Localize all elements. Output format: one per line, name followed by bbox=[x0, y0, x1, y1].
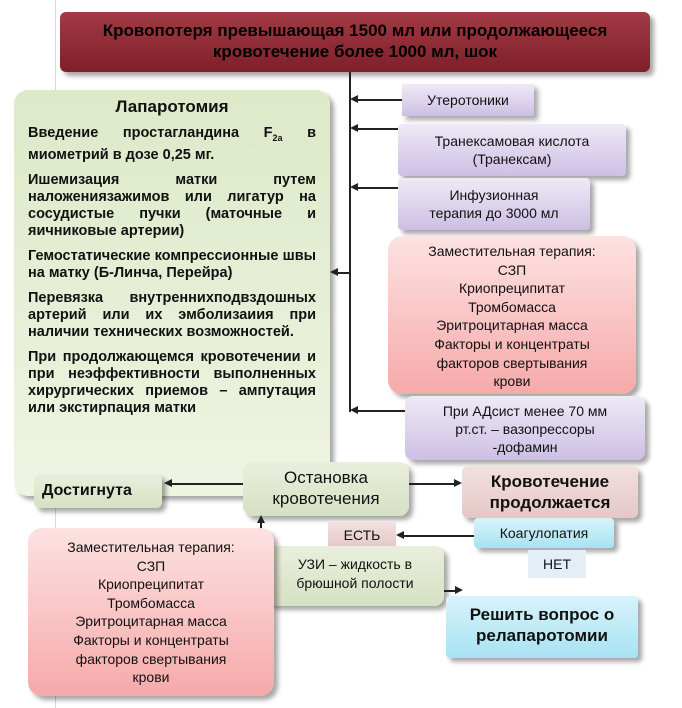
arrow-usg-to-relap-line bbox=[444, 590, 456, 592]
arrow-to-continues-line bbox=[409, 483, 454, 485]
relaparotomy-line-2: релапаротомии bbox=[476, 626, 608, 645]
replace-right-line-3: Криопреципитат bbox=[458, 280, 566, 297]
laparotomy-item-iliac-ligation: Перевязка внутреннихподвздошных артерий … bbox=[28, 289, 316, 340]
coagulopathy-box: Коагулопатия bbox=[474, 518, 614, 548]
vasopressor-line-1: При АДсист менее 70 мм bbox=[442, 403, 608, 419]
replace-right-line-8: крови bbox=[493, 373, 531, 390]
replace-left-line-1: Заместительная терапия: bbox=[67, 539, 235, 555]
arrow-to-laparotomy-head bbox=[330, 268, 338, 276]
replace-right-line-5: Эритроцитарная масса bbox=[436, 317, 588, 334]
arrow-coag-to-yes-line bbox=[404, 535, 474, 537]
stop-line-1: Остановка bbox=[284, 468, 368, 487]
arrow-coag-to-yes-head bbox=[396, 531, 404, 539]
replace-right-line-1: Заместительная терапия: bbox=[428, 243, 596, 259]
tranexamic-box: Транексамовая кислота (Транексам) bbox=[398, 124, 626, 176]
title-box: Кровопотеря превышающая 1500 мл или прод… bbox=[60, 12, 650, 72]
replace-right-line-2: СЗП bbox=[497, 261, 527, 278]
tranexamic-line-1: Транексамовая кислота bbox=[434, 133, 590, 149]
arrow-tranexamic-line bbox=[357, 128, 398, 130]
main-vertical-connector bbox=[349, 72, 351, 412]
no-label: НЕТ bbox=[528, 550, 586, 578]
arrow-tranexamic-head bbox=[350, 124, 358, 132]
arrow-to-stop-head bbox=[257, 515, 265, 523]
arrow-to-laparotomy-line bbox=[338, 272, 349, 274]
laparotomy-title: Лапаротомия bbox=[115, 97, 229, 116]
arrow-infusion-line bbox=[357, 187, 398, 189]
arrow-usg-to-relap-head bbox=[455, 586, 463, 594]
continues-line-1: Кровотечение bbox=[490, 472, 610, 491]
replace-left-line-3: Криопреципитат bbox=[97, 576, 205, 593]
replace-right-line-4: Тромбомасса bbox=[468, 298, 556, 315]
vasopressor-line-2: рт.ст. – вазопрессоры bbox=[455, 421, 595, 437]
achieved-box: Достигнута bbox=[34, 474, 162, 508]
infusion-line-1: Инфузионная bbox=[449, 187, 539, 203]
stop-bleeding-box: Остановка кровотечения bbox=[243, 462, 409, 516]
arrow-uterotonics-line bbox=[357, 99, 402, 101]
arrow-to-achieved-head bbox=[164, 479, 172, 487]
laparotomy-item-compression-sutures: Гемостатические компрессионные швы на ма… bbox=[28, 247, 316, 281]
subscript-2a: 2a bbox=[272, 132, 283, 143]
relaparotomy-line-1: Решить вопрос о bbox=[469, 605, 615, 624]
tranexamic-line-2: (Транексам) bbox=[472, 151, 552, 167]
infusion-box: Инфузионная терапия до 3000 мл bbox=[398, 178, 590, 230]
replacement-therapy-right-box: Заместительная терапия: СЗП Криопреципит… bbox=[388, 236, 636, 394]
laparotomy-box: Лапаротомия Введение простагландина F2a … bbox=[14, 90, 330, 496]
replacement-therapy-left-box: Заместительная терапия: СЗП Криопреципит… bbox=[28, 528, 274, 696]
vasopressor-line-3: -дофамин bbox=[492, 439, 558, 455]
vasopressor-box: При АДсист менее 70 мм рт.ст. – вазопрес… bbox=[405, 396, 645, 460]
yes-label: ЕСТЬ bbox=[328, 522, 396, 548]
replace-left-line-8: крови bbox=[132, 669, 170, 686]
replace-left-line-5: Эритроцитарная масса bbox=[75, 613, 227, 630]
arrow-infusion-head bbox=[350, 183, 358, 191]
arrow-vasopressor-line bbox=[357, 410, 405, 412]
bleeding-continues-box: Кровотечение продолжается bbox=[462, 466, 638, 518]
title-line-1: Кровопотеря превышающая 1500 мл или прод… bbox=[102, 21, 608, 40]
arrow-vasopressor-head bbox=[350, 406, 358, 414]
replace-left-line-2: СЗП bbox=[136, 557, 166, 574]
uterotonics-box: Утеротоники bbox=[402, 84, 534, 116]
replace-left-line-6: Факторы и концентраты bbox=[73, 631, 229, 648]
relaparotomy-box: Решить вопрос о релапаротомии bbox=[446, 596, 638, 658]
laparotomy-item-hysterectomy: При продолжающемся кровотечении и при не… bbox=[28, 348, 316, 416]
arrow-uterotonics-head bbox=[350, 95, 358, 103]
laparotomy-item-prostaglandin: Введение простагландина F2a в миометрий … bbox=[28, 125, 316, 163]
title-line-2: кровотечение более 1000 мл, шок bbox=[212, 42, 498, 61]
infusion-line-2: терапия до 3000 мл bbox=[429, 205, 559, 221]
ultrasound-line-1: УЗИ – жидкость в bbox=[297, 556, 413, 572]
stop-line-2: кровотечения bbox=[272, 489, 380, 508]
replace-right-line-6: Факторы и концентраты bbox=[434, 335, 590, 352]
replace-left-line-7: факторов свертывания bbox=[75, 650, 227, 667]
replace-left-line-4: Тромбомасса bbox=[107, 594, 195, 611]
ultrasound-line-2: брюшной полости bbox=[296, 575, 414, 591]
arrow-to-achieved-line bbox=[172, 483, 243, 485]
arrow-to-continues-head bbox=[454, 479, 462, 487]
ultrasound-box: УЗИ – жидкость в брюшной полости bbox=[266, 546, 444, 606]
laparotomy-item-ischemization: Ишемизация матки путем наложениязажимов … bbox=[28, 171, 316, 239]
continues-line-2: продолжается bbox=[489, 493, 611, 512]
replace-right-line-7: факторов свертывания bbox=[436, 354, 588, 371]
